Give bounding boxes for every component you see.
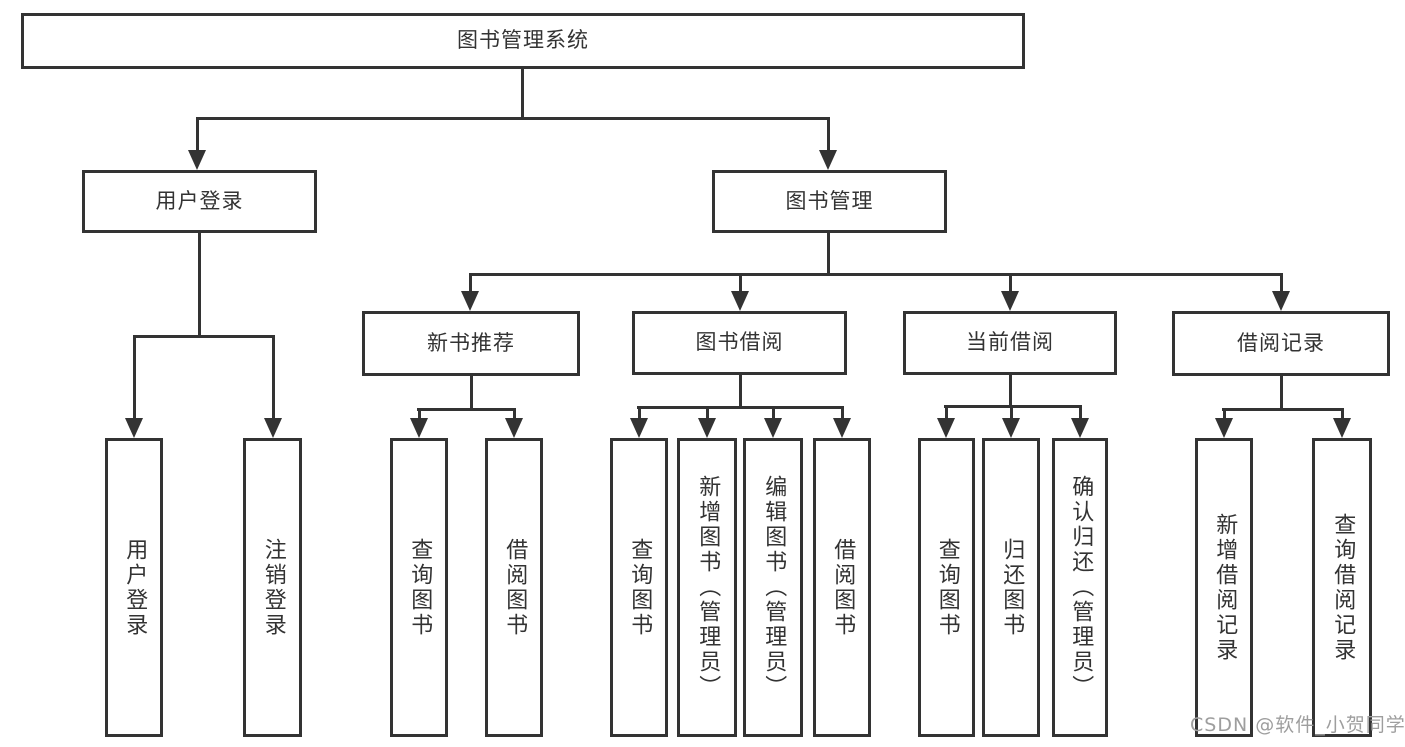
- connector-stem-borrow-books-recommend: [513, 408, 516, 421]
- connector-stem-logout: [272, 335, 275, 421]
- node-user-login: 用户登录: [82, 170, 317, 233]
- connector-borrowing-records-vertical: [1280, 376, 1283, 411]
- leaf-add-borrow-record: 新增借阅记录: [1195, 438, 1253, 737]
- connector-book-management-horizontal: [469, 273, 1283, 276]
- leaf-query-borrow-record: 查询借阅记录: [1312, 438, 1372, 737]
- arrowhead-query-books-borrowing: [630, 418, 648, 438]
- connector-stem-query-borrow-record: [1341, 408, 1344, 421]
- arrowhead-edit-books-admin: [764, 418, 782, 438]
- leaf-borrow-books-borrowing: 借阅图书: [813, 438, 871, 737]
- connector-book-borrowing-vertical: [739, 375, 742, 409]
- connector-book-borrowing-horizontal: [637, 406, 844, 409]
- arrowhead-book-borrowing: [731, 291, 749, 311]
- arrowhead-user-login: [188, 150, 206, 170]
- connector-user-login-vertical: [198, 233, 201, 338]
- arrowhead-current-borrowing: [1001, 291, 1019, 311]
- arrowhead-add-books-admin: [698, 418, 716, 438]
- connector-book-management-vertical: [827, 233, 830, 275]
- connector-root-vertical: [521, 69, 524, 119]
- leaf-confirm-return-admin: 确认归还（管理员）: [1052, 438, 1108, 737]
- connector-stem-add-borrow-record: [1223, 408, 1226, 421]
- arrowhead-borrow-books-recommend: [505, 418, 523, 438]
- node-book-borrowing: 图书借阅: [632, 311, 847, 375]
- node-borrowing-records: 借阅记录: [1172, 311, 1390, 376]
- connector-borrowing-records-horizontal: [1222, 408, 1344, 411]
- arrowhead-return-books: [1002, 418, 1020, 438]
- connector-stem-book-borrowing: [739, 273, 742, 293]
- arrowhead-user-login-leaf: [125, 418, 143, 438]
- connector-user-login-horizontal: [133, 335, 275, 338]
- leaf-user-login: 用户登录: [105, 438, 163, 737]
- connector-stem-edit-books-admin: [772, 406, 775, 421]
- arrowhead-query-borrow-record: [1333, 418, 1351, 438]
- connector-current-borrowing-horizontal: [944, 405, 1082, 408]
- connector-stem-book-management: [827, 117, 830, 153]
- arrowhead-borrowing-records: [1272, 291, 1290, 311]
- connector-current-borrowing-vertical: [1009, 375, 1012, 408]
- leaf-query-books-recommend: 查询图书: [390, 438, 448, 737]
- connector-stem-query-books-recommend: [418, 408, 421, 421]
- leaf-return-books: 归还图书: [982, 438, 1040, 737]
- leaf-edit-books-admin: 编辑图书（管理员）: [743, 438, 803, 737]
- leaf-query-books-borrowing: 查询图书: [610, 438, 668, 737]
- node-new-book-recommend: 新书推荐: [362, 311, 580, 376]
- arrowhead-query-books-current: [937, 418, 955, 438]
- connector-stem-query-books-borrowing: [638, 406, 641, 421]
- node-current-borrowing: 当前借阅: [903, 311, 1117, 375]
- connector-stem-return-books: [1010, 405, 1013, 421]
- connector-stem-borrowing-records: [1280, 273, 1283, 293]
- arrowhead-query-books-recommend: [410, 418, 428, 438]
- node-book-management: 图书管理: [712, 170, 947, 233]
- connector-new-book-recommend-vertical: [470, 376, 473, 411]
- arrowhead-confirm-return-admin: [1071, 418, 1089, 438]
- connector-stem-user-login: [196, 117, 199, 153]
- connector-new-book-recommend-horizontal: [417, 408, 516, 411]
- watermark-text: CSDN @软件_小贺同学: [1190, 714, 1405, 736]
- connector-stem-borrow-books-borrowing: [841, 406, 844, 421]
- leaf-logout: 注销登录: [243, 438, 302, 737]
- leaf-borrow-books-recommend: 借阅图书: [485, 438, 543, 737]
- connector-stem-confirm-return-admin: [1079, 405, 1082, 421]
- arrowhead-add-borrow-record: [1215, 418, 1233, 438]
- connector-stem-user-login-leaf: [133, 335, 136, 421]
- arrowhead-new-book-recommend: [461, 291, 479, 311]
- connector-root-horizontal: [196, 117, 830, 120]
- connector-stem-new-book-recommend: [469, 273, 472, 293]
- node-root: 图书管理系统: [21, 13, 1025, 69]
- arrowhead-book-management: [819, 150, 837, 170]
- arrowhead-logout: [264, 418, 282, 438]
- connector-stem-query-books-current: [945, 405, 948, 421]
- arrowhead-borrow-books-borrowing: [833, 418, 851, 438]
- connector-stem-add-books-admin: [706, 406, 709, 421]
- leaf-query-books-current: 查询图书: [918, 438, 975, 737]
- leaf-add-books-admin: 新增图书（管理员）: [677, 438, 737, 737]
- connector-stem-current-borrowing: [1009, 273, 1012, 293]
